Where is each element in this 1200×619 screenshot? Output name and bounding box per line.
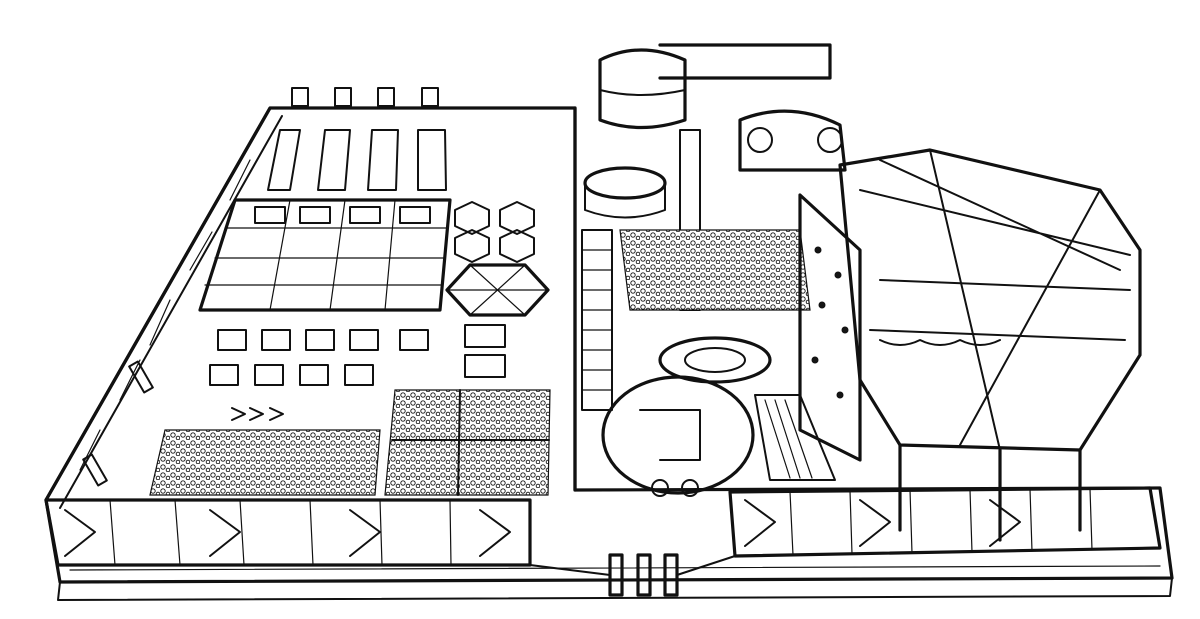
front-fence-left <box>44 498 532 567</box>
front-fence-right <box>728 486 1162 558</box>
hexagon-panel <box>445 201 550 317</box>
center-ladder <box>573 106 613 492</box>
ball-pits <box>149 389 551 496</box>
sun-mat <box>754 394 836 481</box>
net-climb <box>619 109 847 311</box>
circle-platforms <box>601 336 772 497</box>
entrance-gates <box>529 553 736 597</box>
ninja-course <box>838 148 1142 542</box>
slide-lanes <box>267 87 447 191</box>
left-wall <box>44 106 283 509</box>
trampoline-grid <box>198 198 452 312</box>
floor-slab <box>44 106 1174 601</box>
square-mats <box>209 324 506 386</box>
climbing-wall <box>798 193 862 462</box>
